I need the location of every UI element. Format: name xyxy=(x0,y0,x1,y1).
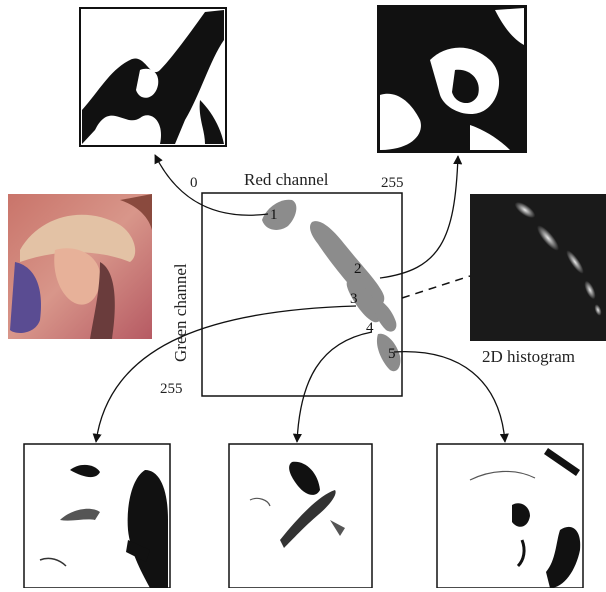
arrow-cluster-4 xyxy=(292,331,373,443)
arrow-cluster-3 xyxy=(92,305,357,443)
segment-image-top-right xyxy=(377,5,527,153)
segment-image-bottom-right xyxy=(436,443,584,589)
axis-x-label: Red channel xyxy=(244,170,329,189)
axis-y-label: Green channel xyxy=(171,263,190,362)
arrow-cluster-1 xyxy=(154,154,269,216)
source-image xyxy=(8,194,152,339)
cluster-2 xyxy=(310,221,385,307)
arrow-cluster-2 xyxy=(379,155,463,279)
cluster-4 xyxy=(373,299,397,332)
axis-x-max-label: 255 xyxy=(381,175,404,191)
histogram-label: 2D histogram xyxy=(482,347,576,366)
segment-image-bottom-middle xyxy=(228,443,373,589)
cluster-label-1: 1 xyxy=(270,207,278,223)
channel-plot: 1 2 3 4 5 xyxy=(201,192,403,397)
cluster-label-2: 2 xyxy=(354,261,362,277)
axis-y-max-label: 255 xyxy=(160,381,183,397)
cluster-label-5: 5 xyxy=(388,346,396,362)
histogram-2d xyxy=(470,194,606,341)
cluster-label-3: 3 xyxy=(350,291,358,307)
axis-x-min-label: 0 xyxy=(190,175,198,191)
cluster-1 xyxy=(262,199,297,230)
segment-image-bottom-left xyxy=(23,443,171,589)
segment-image-top-left xyxy=(79,7,227,147)
histogram-connector xyxy=(401,275,471,299)
cluster-5 xyxy=(376,333,401,372)
arrow-cluster-5 xyxy=(393,351,509,443)
cluster-3 xyxy=(346,279,382,323)
cluster-label-4: 4 xyxy=(366,320,374,336)
